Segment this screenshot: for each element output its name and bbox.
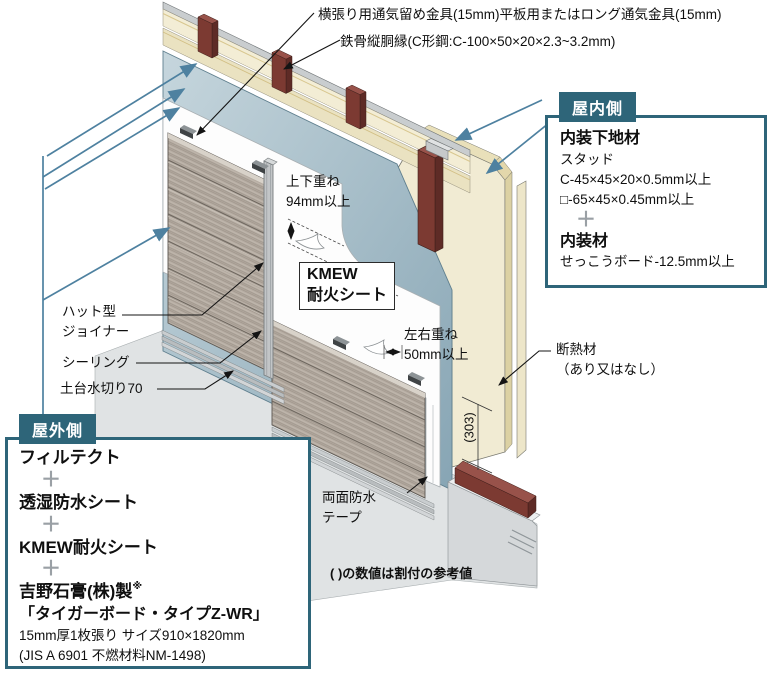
siding-clip-2 xyxy=(252,160,269,174)
label-waterproof-tape: 両面防水 テープ xyxy=(322,490,376,526)
airflow-arrow-2 xyxy=(42,88,186,178)
label-dim-303: (303) xyxy=(461,412,477,443)
airflow-arrow-3 xyxy=(44,107,181,190)
label-insulation: 断熱材 （あり又はなし） xyxy=(556,342,664,378)
airflow-arrow-4 xyxy=(42,227,171,301)
maker-name: 吉野石膏(株)製 xyxy=(19,582,133,602)
plus-icon: ＋ xyxy=(576,208,596,231)
outdoor-layer-filtect: フィルテクト xyxy=(19,448,121,467)
leader-insulation xyxy=(498,350,551,386)
indoor-line-c-stud: C-45×45×20×0.5mm以上 xyxy=(560,171,712,187)
indoor-heading-finish: 内装材 xyxy=(560,232,609,250)
airflow-arrows xyxy=(42,63,550,436)
outdoor-layer-kmew-sheet: KMEW耐火シート xyxy=(19,537,158,557)
indoor-badge: 屋内側 xyxy=(559,92,637,122)
insulation-side-edge xyxy=(504,171,513,453)
plus-icon: ＋ xyxy=(41,513,61,536)
indoor-line-square-stud: □-65×45×0.45mm以上 xyxy=(560,191,695,207)
outdoor-layer-moisture-sheet: 透湿防水シート xyxy=(19,492,138,512)
steel-stud-tall xyxy=(417,145,444,253)
stud-clip xyxy=(425,138,454,161)
outdoor-spec-size: 15mm厚1枚張り サイズ910×1820mm xyxy=(19,627,245,643)
leader-base-flashing xyxy=(157,370,234,390)
label-hat-joiner: ハット型 ジョイナー xyxy=(62,304,130,340)
siding-clip-3 xyxy=(333,336,350,350)
siding-clip-4 xyxy=(408,372,425,386)
leader-lines xyxy=(122,12,551,494)
outdoor-spec-box: 屋外側 フィルテクト ＋ 透湿防水シート ＋ KMEW耐火シート ＋ 吉野石膏(… xyxy=(5,414,311,669)
hat-joiner xyxy=(263,157,278,380)
leader-hat-joiner xyxy=(122,262,264,316)
label-base-flashing: 土台水切り70 xyxy=(60,381,143,396)
inner-board-edge xyxy=(516,180,527,459)
label-note: ( )の数値は割付の参考値 xyxy=(330,566,473,581)
steel-furring-channel-2 xyxy=(271,49,293,94)
leader-waterproof-tape xyxy=(406,476,428,494)
indoor-pointer-arrow-1 xyxy=(454,99,543,141)
steel-furring-channel-1 xyxy=(197,13,219,59)
label-vent-fitting: 横張り用通気留め金具(15mm)平板用またはロング通気金具(15mm) xyxy=(318,7,722,22)
label-sealing: シーリング xyxy=(62,355,130,370)
outdoor-maker: 吉野石膏(株)製※ xyxy=(19,580,297,604)
leader-sealing xyxy=(136,330,262,364)
plus-icon: ＋ xyxy=(41,468,61,491)
reference-mark: ※ xyxy=(132,581,143,593)
sheet-curl-top xyxy=(294,233,325,250)
dim-tick-303a xyxy=(461,396,493,412)
indoor-line-gypsum: せっこうボード-12.5mm以上 xyxy=(560,254,735,270)
airflow-arrow-1 xyxy=(46,63,198,157)
label-steel-furring: 鉄骨縦胴縁(C形鋼:C-100×50×20×2.3~3.2mm) xyxy=(340,34,616,49)
indoor-line-stud: スタッド xyxy=(560,151,614,167)
plus-icon: ＋ xyxy=(41,558,61,581)
leader-steel-furring xyxy=(283,39,341,70)
label-overlap-vertical: 上下重ね 94mm以上 xyxy=(286,174,351,210)
label-kmew-fire-sheet: KMEW 耐火シート xyxy=(299,262,396,310)
steel-base-runner xyxy=(454,460,537,519)
siding-clip-1 xyxy=(180,125,197,139)
indoor-spec-box: 屋内側 内装下地材 スタッド C-45×45×20×0.5mm以上 □-65×4… xyxy=(545,92,767,288)
indoor-pointer-arrow-2 xyxy=(485,122,550,175)
leader-vent-fitting xyxy=(196,12,315,136)
indoor-heading-substrate: 内装下地材 xyxy=(560,130,641,147)
steel-furring-channel-3 xyxy=(345,84,367,130)
dim-tick-303b xyxy=(461,458,493,474)
dim-dash-upper xyxy=(287,218,345,247)
outdoor-spec-jis: (JIS A 6901 不燃材料NM-1498) xyxy=(19,647,206,663)
label-overlap-horizontal: 左右重ね 50mm以上 xyxy=(404,327,469,363)
base-flashing-lower xyxy=(271,426,435,521)
outdoor-badge: 屋外側 xyxy=(19,414,97,444)
outdoor-product: 「タイガーボード・タイプZ-WR」 xyxy=(19,606,269,624)
